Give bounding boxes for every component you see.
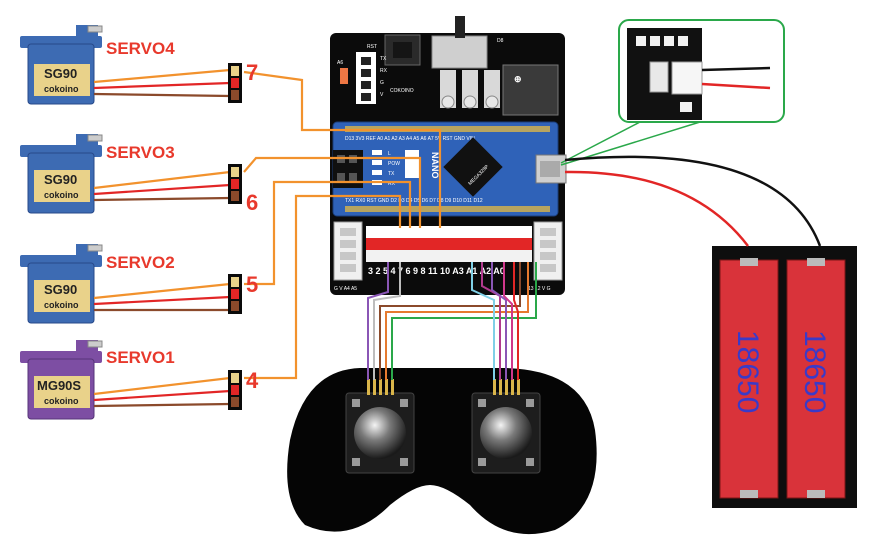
servo-2: SG90 cokoino SERVO2 5 <box>20 244 258 324</box>
servo1-brand: cokoino <box>44 396 79 406</box>
arduino-nano: D13 3V3 REF A0 A1 A2 A3 A4 A5 A6 A7 5V R… <box>332 121 567 217</box>
joystick-wire-6 <box>471 262 495 380</box>
joystick-wire-4 <box>385 262 529 380</box>
led-label-tx: TX <box>388 171 395 177</box>
led-label-l: L <box>388 151 391 157</box>
v-label: V <box>380 92 384 98</box>
servo2-pin: 5 <box>246 272 258 297</box>
joystick-shield <box>287 368 597 535</box>
nano-label: NANO <box>430 152 440 179</box>
bottom-pin-labels: 3 2 5 4 7 6 9 8 11 10 A3 A1 A2 A0 <box>368 266 505 276</box>
joystick-left[interactable] <box>345 379 415 474</box>
a6-label: A6 <box>337 60 343 66</box>
servo4-model: SG90 <box>44 66 77 81</box>
servo2-label: SERVO2 <box>106 253 175 272</box>
servo3-label: SERVO3 <box>106 143 175 162</box>
signal-wire-servo4 <box>243 70 442 228</box>
led-label-rx: RX <box>388 181 396 187</box>
servo2-model: SG90 <box>44 282 77 297</box>
servo-4: SG90 cokoino SERVO4 7 <box>20 25 258 105</box>
servo3-brand: cokoino <box>44 190 79 200</box>
signal-wire-servo1 <box>244 194 402 380</box>
battery-1-label: 18650 <box>731 330 764 413</box>
tx-label: TX <box>380 56 387 62</box>
joystick-right[interactable] <box>471 379 541 474</box>
joystick-wire-5 <box>391 262 537 380</box>
servo-3: SG90 cokoino SERVO3 6 <box>20 134 258 215</box>
joystick-wire-9 <box>503 262 513 380</box>
servo4-label: SERVO4 <box>106 39 175 58</box>
servo-1: MG90S cokoino SERVO1 4 <box>20 340 259 420</box>
battery-pack: 18650 18650 <box>712 246 857 508</box>
signal-wire-servo3 <box>243 156 422 228</box>
servo4-pin: 7 <box>246 60 258 85</box>
servo3-pin: 6 <box>246 190 258 215</box>
logo-text: COKOINO <box>390 88 414 94</box>
left-header-label: G V A4 A5 <box>334 286 357 292</box>
right-header-label: 13 12 V G <box>528 286 551 292</box>
servo1-pin: 4 <box>246 368 259 393</box>
led-label-pow: POW <box>388 161 400 167</box>
battery-wire-red <box>564 170 749 247</box>
joystick-wire-10 <box>513 262 519 380</box>
top-row-labels: D13 3V3 REF A0 A1 A2 A3 A4 A5 A6 A7 5V R… <box>345 136 475 142</box>
joystick-wire-3 <box>379 262 521 380</box>
joystick-wire-1 <box>367 262 389 380</box>
rx-label: RX <box>380 68 388 74</box>
joystick-wire-7 <box>481 262 501 380</box>
d8-label: D8 <box>497 38 504 44</box>
signal-wire-servo2 <box>244 180 412 286</box>
servo1-label: SERVO1 <box>106 348 175 367</box>
battery-2-label: 18650 <box>798 330 831 413</box>
joystick-wire-2 <box>373 262 401 380</box>
servo2-brand: cokoino <box>44 300 79 310</box>
joystick-wire-8 <box>491 262 507 380</box>
connector-callout <box>560 19 785 166</box>
battery-wire-black <box>564 155 822 247</box>
g-label: G <box>380 80 384 86</box>
svg-text:⊕: ⊕ <box>514 74 522 84</box>
servo3-model: SG90 <box>44 172 77 187</box>
pin-row-labels: TX1 RX0 RST GND D2 D3 D4 D5 D6 D7 D8 D9 … <box>345 198 483 204</box>
servo4-brand: cokoino <box>44 84 79 94</box>
servo1-model: MG90S <box>37 378 81 393</box>
rst-label: RST <box>367 44 377 50</box>
